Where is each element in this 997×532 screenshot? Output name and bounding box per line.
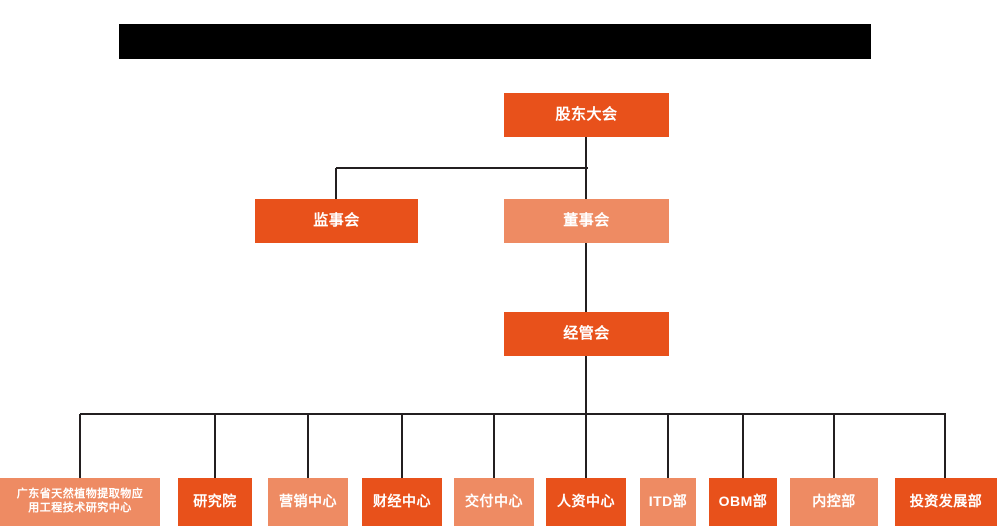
connector-level1-bus <box>336 167 588 169</box>
org-node-board-of-supervisors[interactable]: 监事会 <box>255 199 418 243</box>
connector-directors-drop <box>585 243 587 312</box>
redacted-title-bar <box>119 24 871 59</box>
connector-drop-itd <box>667 414 669 478</box>
org-node-label-board-of-directors: 董事会 <box>563 211 610 229</box>
connector-drop-delivery <box>493 414 495 478</box>
connector-drop-human-resources <box>585 414 587 478</box>
connector-drop-guangdong <box>79 414 81 478</box>
org-node-label-delivery-center: 交付中心 <box>465 493 523 510</box>
org-node-shareholders-meeting[interactable]: 股东大会 <box>504 93 669 137</box>
connector-drop-internal-control <box>833 414 835 478</box>
connector-drop-marketing <box>307 414 309 478</box>
connector-drop-obm <box>742 414 744 478</box>
org-node-guangdong-research-center[interactable]: 广东省天然植物提取物应用工程技术研究中心 <box>0 478 160 526</box>
org-node-board-of-directors[interactable]: 董事会 <box>504 199 669 243</box>
org-node-label-obm-department: OBM部 <box>718 493 768 510</box>
org-node-marketing-center[interactable]: 营销中心 <box>268 478 348 526</box>
org-node-label-research-institute: 研究院 <box>193 493 237 510</box>
org-node-investment-development-department[interactable]: 投资发展部 <box>895 478 997 526</box>
org-node-obm-department[interactable]: OBM部 <box>709 478 777 526</box>
org-node-label-finance-center: 财经中心 <box>373 493 431 510</box>
org-node-label-human-resources-center: 人资中心 <box>557 493 615 510</box>
org-node-research-institute[interactable]: 研究院 <box>178 478 252 526</box>
org-node-label-internal-control-department: 内控部 <box>812 493 856 510</box>
org-node-management-committee[interactable]: 经管会 <box>504 312 669 356</box>
org-node-itd-department[interactable]: ITD部 <box>640 478 696 526</box>
org-node-label-shareholders-meeting: 股东大会 <box>555 105 618 123</box>
connector-level3-bus <box>80 413 946 415</box>
connector-drop-finance <box>401 414 403 478</box>
connector-supervisors-drop <box>335 168 337 199</box>
org-node-internal-control-department[interactable]: 内控部 <box>790 478 878 526</box>
org-node-finance-center[interactable]: 财经中心 <box>362 478 442 526</box>
org-node-label-investment-development-department: 投资发展部 <box>909 493 983 510</box>
org-node-human-resources-center[interactable]: 人资中心 <box>546 478 626 526</box>
org-node-label-guangdong-research-center: 广东省天然植物提取物应用工程技术研究中心 <box>16 488 144 514</box>
connector-drop-investment <box>944 414 946 478</box>
org-node-label-itd-department: ITD部 <box>648 493 688 510</box>
org-node-label-board-of-supervisors: 监事会 <box>313 211 360 229</box>
org-node-delivery-center[interactable]: 交付中心 <box>454 478 534 526</box>
org-node-label-marketing-center: 营销中心 <box>279 493 337 510</box>
org-node-label-management-committee: 经管会 <box>563 324 610 342</box>
connector-drop-research-institute <box>214 414 216 478</box>
